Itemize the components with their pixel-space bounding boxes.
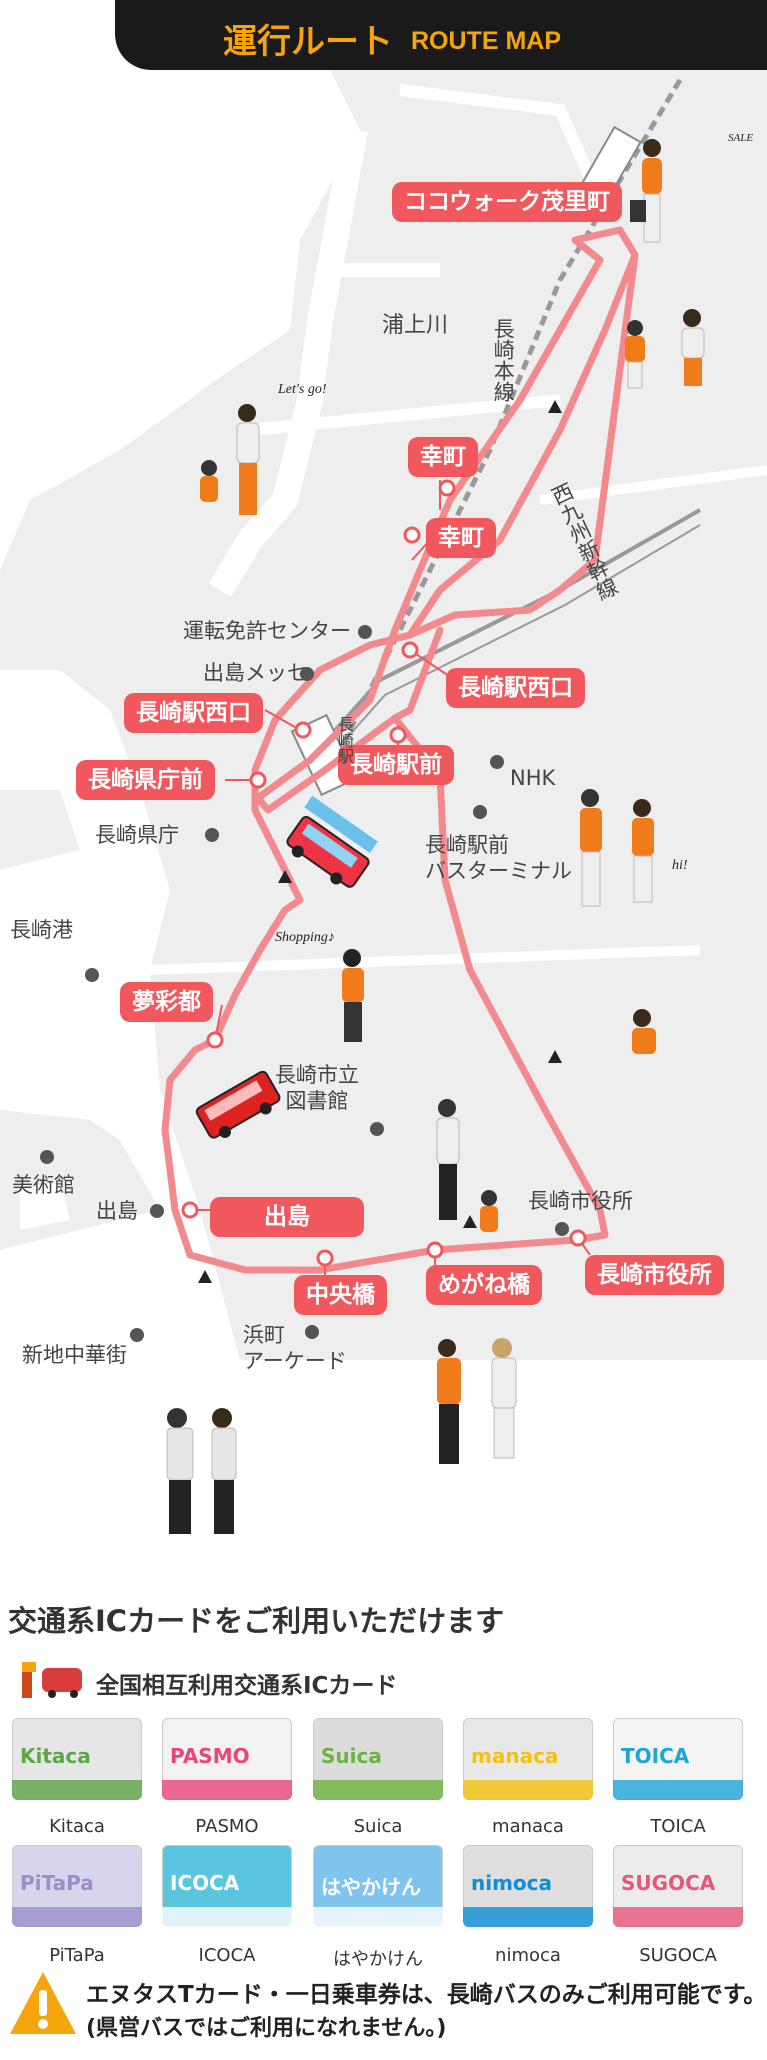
note-shopping: Shopping♪ [275, 930, 335, 945]
ic-card-print: はやかけん [321, 1875, 421, 1899]
landmark-prefectural-office: 長崎県庁 [95, 823, 179, 847]
ic-card-stripe [12, 1907, 142, 1927]
ic-card-stripe [12, 1780, 142, 1800]
stop-chuobashi[interactable]: 中央橋 [294, 1275, 387, 1315]
ic-card-label: nimoca [495, 1945, 561, 1966]
landmark-dot [490, 755, 504, 769]
ic-card-print: nimoca [471, 1871, 553, 1895]
stop-yumesaito[interactable]: 夢彩都 [120, 982, 213, 1022]
ic-section-title: 交通系ICカードをご利用いただけます [8, 1604, 505, 1638]
stop-cocowalk[interactable]: ココウォーク茂里町 [392, 182, 623, 222]
landmark-hamamachi-arcade: 浜町 アーケード [243, 1323, 347, 1374]
stop-nagasaki-city-hall[interactable]: 長崎市役所 [585, 1255, 724, 1295]
stop-nagasaki-kenchomae[interactable]: 長崎県庁前 [76, 760, 215, 800]
ic-card-print: manaca [471, 1744, 559, 1768]
landmark-bus-terminal: 長崎駅前 バスターミナル [425, 833, 572, 884]
ic-card-kitaca: Kitaca [12, 1718, 142, 1800]
stop-nagasaki-station-west-1[interactable]: 長崎駅西口 [446, 668, 585, 708]
ic-card-label: Suica [353, 1816, 403, 1837]
ic-card-manaca: manaca [463, 1718, 593, 1800]
landmark-nagasaki-port: 長崎港 [10, 918, 73, 942]
landmark-urakami-river: 浦上川 [382, 313, 449, 338]
note-lets-go: Let's go! [278, 382, 327, 397]
ic-card-stripe [613, 1907, 743, 1927]
landmark-city-library: 長崎市立 図書館 [275, 1063, 359, 1114]
landmark-chinatown: 新地中華街 [22, 1343, 127, 1367]
route-map-header: 運行ルート ROUTE MAP [115, 0, 767, 70]
landmark-dejima-messe: 出島メッセ [203, 661, 308, 685]
ic-card-print: TOICA [621, 1744, 690, 1768]
ic-card-stripe [313, 1780, 443, 1800]
route-map[interactable]: ココウォーク茂里町 幸町 幸町 長崎駅西口 長崎駅西口 長崎駅前 長崎県庁前 夢… [0, 70, 767, 1570]
ic-card-print: ICOCA [170, 1871, 240, 1895]
note-sale: SALE [728, 132, 754, 144]
ic-card-stripe [313, 1907, 443, 1927]
landmark-license-center: 運転免許センター [183, 619, 351, 643]
ic-card-print: PiTaPa [20, 1871, 94, 1895]
ic-subtitle: 全国相互利用交通系ICカード [96, 1673, 398, 1699]
ic-card-label: Kitaca [49, 1816, 105, 1837]
stop-saiwaimachi-2[interactable]: 幸町 [426, 518, 496, 558]
landmark-dot [305, 1325, 319, 1339]
ic-card-sugoca: SUGOCA [613, 1845, 743, 1927]
ic-card-toica: TOICA [613, 1718, 743, 1800]
landmark-dot [85, 968, 99, 982]
ic-card-はやかけん: はやかけん [313, 1845, 443, 1927]
ic-card-label: ICOCA [198, 1945, 256, 1966]
ic-card-icoca: ICOCA [162, 1845, 292, 1927]
ic-card-label: PiTaPa [49, 1945, 105, 1966]
ic-card-suica: Suica [313, 1718, 443, 1800]
rail-nagasaki-main-line: 長崎本線 [491, 318, 516, 402]
ic-card-label: PASMO [195, 1816, 259, 1837]
ic-card-label: はやかけん [333, 1949, 423, 1970]
ic-card-stripe [162, 1907, 292, 1927]
warning-text-line2: (県営バスではご利用になれません。) [86, 2016, 447, 2041]
ic-card-pasmo: PASMO [162, 1718, 292, 1800]
header-title-en: ROUTE MAP [411, 27, 561, 55]
people-illustrations [166, 139, 705, 1534]
landmark-dot [205, 828, 219, 842]
landmark-dot [370, 1122, 384, 1136]
note-hi: hi! [672, 858, 688, 873]
landmark-dot [40, 1150, 54, 1164]
ic-card-stripe [463, 1780, 593, 1800]
stop-nagasaki-ekimae[interactable]: 長崎駅前 [338, 745, 454, 785]
ic-card-stripe [463, 1907, 593, 1927]
stop-meganebashi[interactable]: めがね橋 [426, 1265, 542, 1305]
landmark-dot [300, 667, 314, 681]
ic-card-print: Kitaca [20, 1744, 91, 1768]
ic-card-label: SUGOCA [639, 1945, 717, 1966]
stop-nagasaki-station-west-2[interactable]: 長崎駅西口 [124, 693, 263, 733]
landmark-dot [473, 805, 487, 819]
landmark-dejima: 出島 [96, 1199, 138, 1223]
ic-card-logo-icon [22, 1662, 82, 1698]
stop-dejima[interactable]: 出島 [210, 1197, 364, 1237]
warning-text-line1: エヌタスTカード・一日乗車券は、長崎バスのみご利用可能です。 [86, 1982, 767, 2008]
landmark-art-museum: 美術館 [12, 1173, 75, 1197]
stop-saiwaimachi-1[interactable]: 幸町 [408, 437, 478, 477]
ic-card-stripe [613, 1780, 743, 1800]
ic-card-label: manaca [492, 1816, 564, 1837]
landmark-dot [555, 1222, 569, 1236]
ic-card-print: PASMO [170, 1744, 250, 1768]
rail-nagasaki-station: 長崎駅 [335, 716, 354, 764]
map-background [0, 70, 767, 1534]
ic-card-print: Suica [321, 1744, 382, 1768]
landmark-dot [358, 625, 372, 639]
ic-card-pitapa: PiTaPa [12, 1845, 142, 1927]
ic-card-print: SUGOCA [621, 1871, 716, 1895]
ic-card-stripe [162, 1780, 292, 1800]
landmark-nhk: NHK [510, 766, 556, 790]
landmark-dot [130, 1328, 144, 1342]
ic-card-nimoca: nimoca [463, 1845, 593, 1927]
header-title-jp: 運行ルート [223, 22, 393, 62]
landmark-dot [150, 1204, 164, 1218]
landmark-city-hall: 長崎市役所 [528, 1189, 633, 1213]
ic-card-label: TOICA [650, 1816, 706, 1837]
warning-icon [10, 1972, 76, 2034]
